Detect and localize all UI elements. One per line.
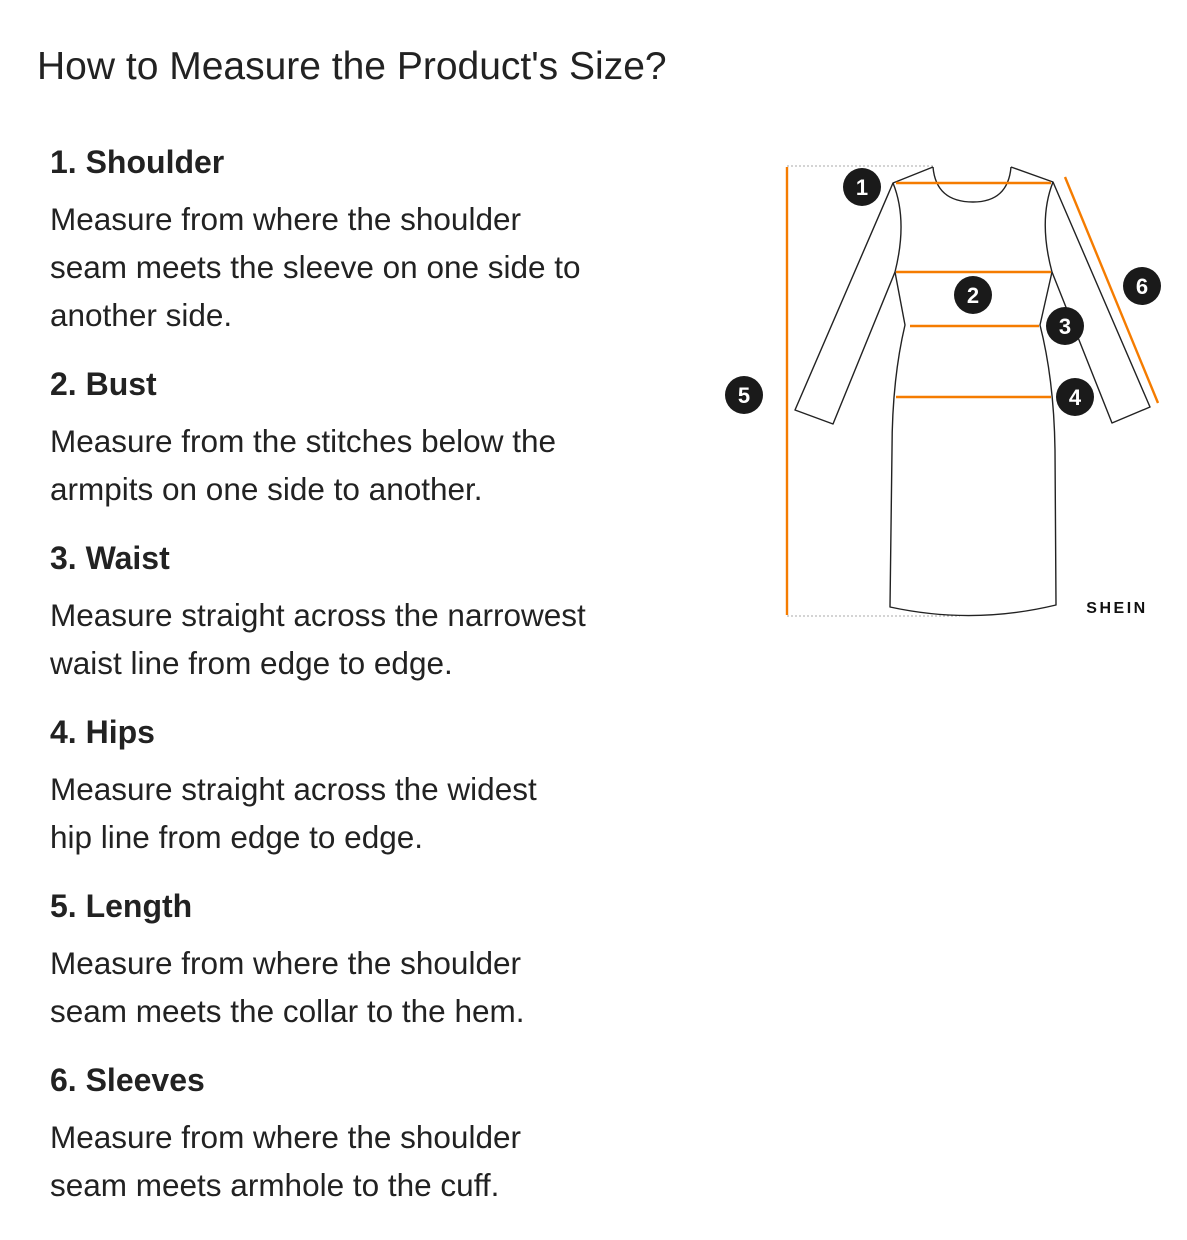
marker-label: 4 [1069, 385, 1082, 410]
marker-label: 2 [967, 283, 979, 308]
section-text: Measure from where the shoulder [50, 1119, 521, 1155]
section-text: hip line from edge to edge. [50, 819, 424, 855]
measurement-lines [785, 167, 1160, 615]
section-text: another side. [50, 297, 233, 333]
marker-label: 5 [738, 383, 750, 408]
section-text: Measure from the stitches below the [50, 423, 556, 459]
section-text: Measure straight across the widest [50, 771, 537, 807]
section-heading: 4. Hips [50, 714, 155, 750]
guide-dotted-lines [787, 165, 960, 617]
section-length: 5. Length Measure from where the shoulde… [50, 882, 710, 1035]
section-bust: 2. Bust Measure from the stitches below … [50, 360, 710, 513]
section-text: Measure from where the shoulder [50, 945, 521, 981]
section-sleeves: 6. Sleeves Measure from where the should… [50, 1056, 710, 1209]
marker-1: 1 [843, 168, 881, 206]
section-heading: 1. Shoulder [50, 144, 225, 180]
measurement-instructions: 1. Shoulder Measure from where the shoul… [50, 138, 710, 1230]
marker-6: 6 [1123, 267, 1161, 305]
page-title: How to Measure the Product's Size? [37, 45, 667, 88]
section-text: armpits on one side to another. [50, 471, 483, 507]
section-text: Measure straight across the narrowest [50, 597, 586, 633]
section-text: seam meets the sleeve on one side to [50, 249, 581, 285]
marker-4: 4 [1056, 378, 1094, 416]
section-heading: 5. Length [50, 888, 193, 924]
marker-2: 2 [954, 276, 992, 314]
section-heading: 6. Sleeves [50, 1062, 205, 1098]
dress-outline [794, 166, 1151, 617]
section-heading: 3. Waist [50, 540, 170, 576]
marker-label: 6 [1136, 274, 1148, 299]
section-text: waist line from edge to edge. [50, 645, 453, 681]
section-text: seam meets armhole to the cuff. [50, 1167, 500, 1203]
marker-label: 3 [1059, 314, 1071, 339]
section-text: Measure from where the shoulder [50, 201, 521, 237]
section-heading: 2. Bust [50, 366, 157, 402]
dress-measurement-diagram: 1 2 3 4 5 6 SHEIN [725, 165, 1161, 617]
marker-3: 3 [1046, 307, 1084, 345]
section-shoulder: 1. Shoulder Measure from where the shoul… [50, 138, 710, 339]
section-hips: 4. Hips Measure straight across the wide… [50, 708, 710, 861]
marker-5: 5 [725, 376, 763, 414]
marker-label: 1 [856, 175, 868, 200]
section-text: seam meets the collar to the hem. [50, 993, 525, 1029]
brand-logo: SHEIN [1086, 600, 1147, 617]
section-waist: 3. Waist Measure straight across the nar… [50, 534, 710, 687]
